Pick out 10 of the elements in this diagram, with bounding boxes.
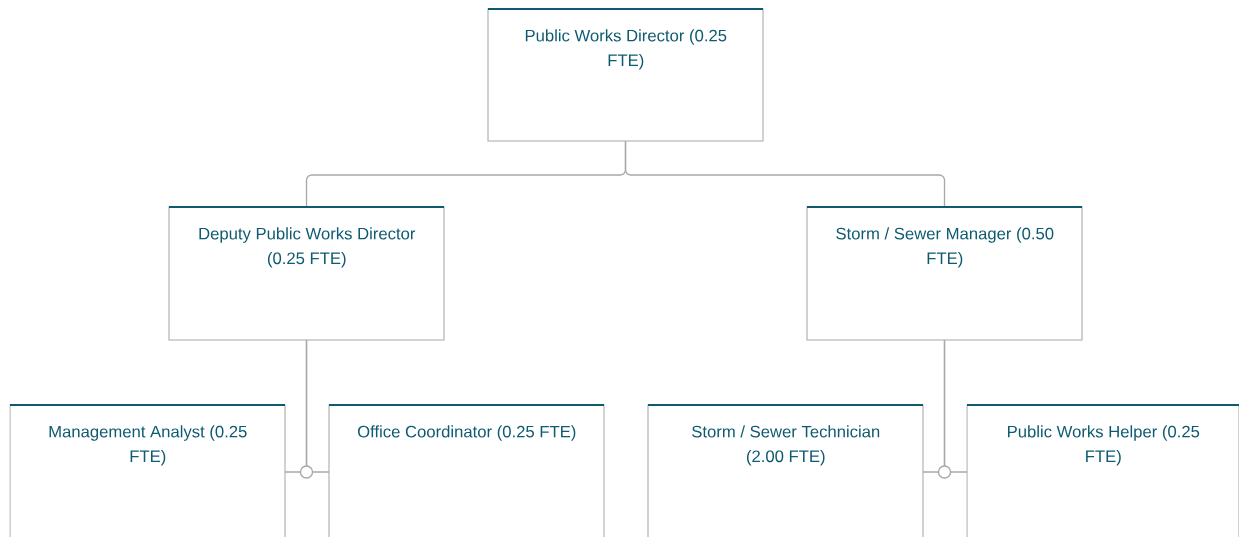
connector-line	[943, 339, 968, 473]
position-box: Public Works Director (0.25 FTE)	[487, 7, 764, 142]
position-box: Storm / Sewer Manager (0.50 FTE)	[806, 205, 1083, 341]
connector-line	[305, 339, 330, 473]
position-box: Storm / Sewer Technician (2.00 FTE)	[647, 403, 924, 537]
position-box: Management Analyst (0.25 FTE)	[9, 403, 286, 537]
position-box: Office Coordinator (0.25 FTE)	[328, 403, 605, 537]
position-box: Public Works Helper (0.25 FTE)	[966, 403, 1239, 537]
position-box: Deputy Public Works Director (0.25 FTE)	[168, 205, 445, 341]
connector-line	[624, 140, 946, 208]
